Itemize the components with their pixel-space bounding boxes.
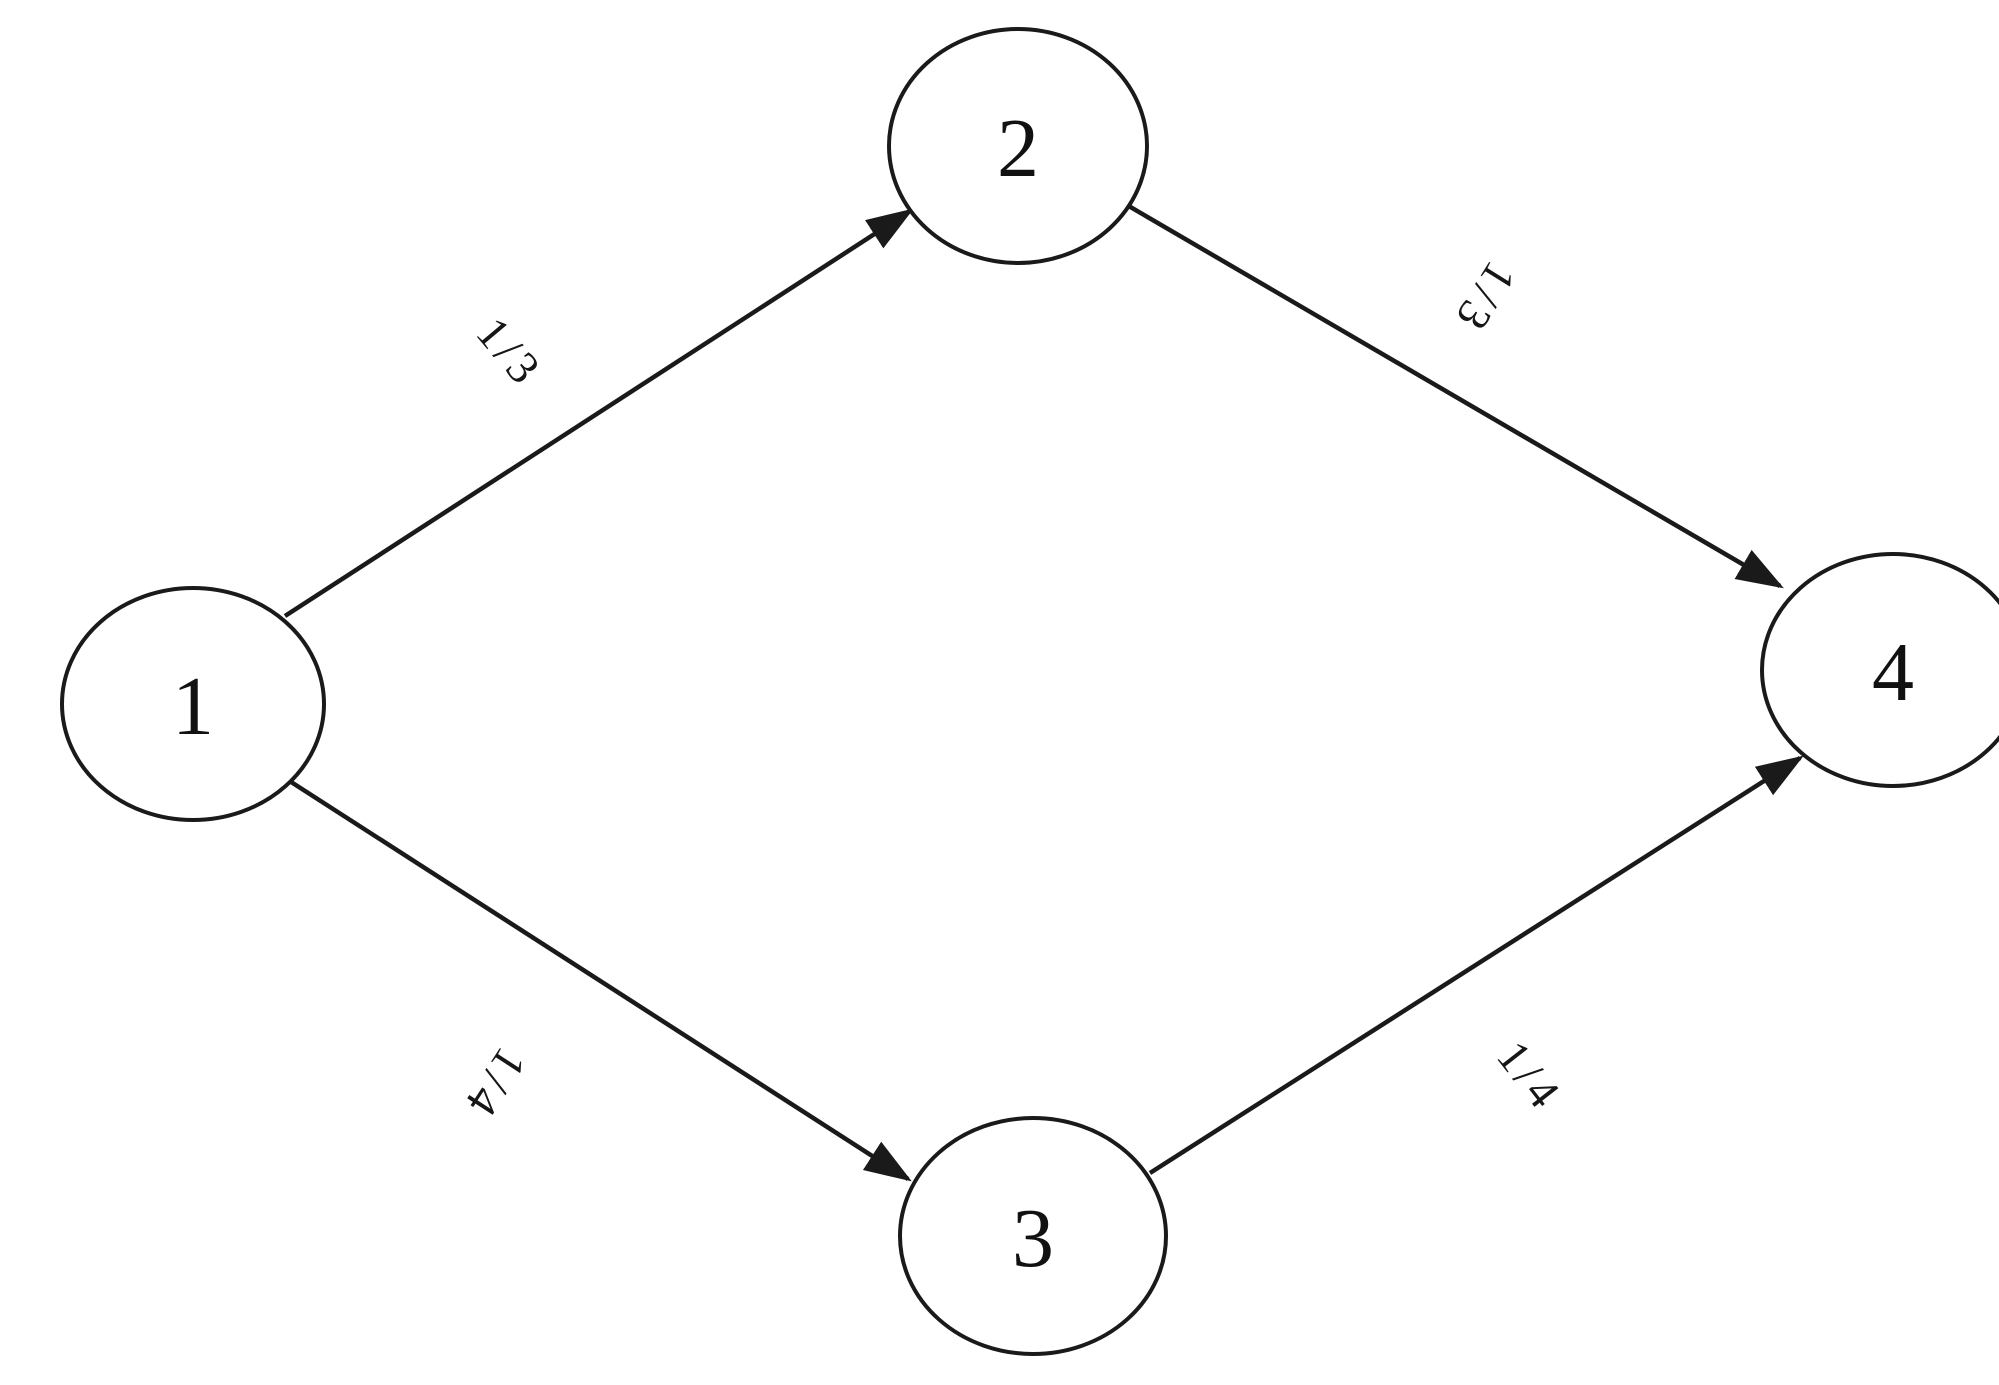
node-circle-2 [887,27,1149,265]
node-2: 2 [887,27,1149,265]
edge-1-2 [283,208,914,618]
node-4: 4 [1760,552,1999,788]
graph-diagram: 1 2 3 4 1/3 1/3 1/4 1/4 [40,16,1999,1356]
node-label-4: 4 [1872,626,1914,719]
edge-label-3-4: 1/4 [1487,1031,1573,1121]
edge-2-4 [1125,203,1784,589]
edge-label-1-3: 1/4 [454,1039,537,1129]
node-label-1: 1 [172,660,214,753]
node-circle-4 [1760,552,1999,788]
graph-canvas: 1 2 3 4 1/3 1/3 1/4 1/4 [60,27,1999,1356]
node-circle-1 [60,586,326,822]
nodes-layer: 1 2 3 4 [60,27,1999,1356]
node-circle-3 [898,1116,1168,1356]
node-label-3: 3 [1012,1192,1054,1285]
edge-1-3 [286,778,912,1182]
edge-3-4 [1148,755,1804,1175]
node-3: 3 [898,1116,1168,1356]
edge-labels-layer: 1/3 1/3 1/4 1/4 [454,253,1573,1129]
node-label-2: 2 [997,102,1039,195]
edge-label-1-2: 1/3 [467,307,553,396]
edge-label-2-4: 1/3 [1444,253,1526,343]
edges-layer [283,203,1804,1182]
node-1: 1 [60,586,326,822]
